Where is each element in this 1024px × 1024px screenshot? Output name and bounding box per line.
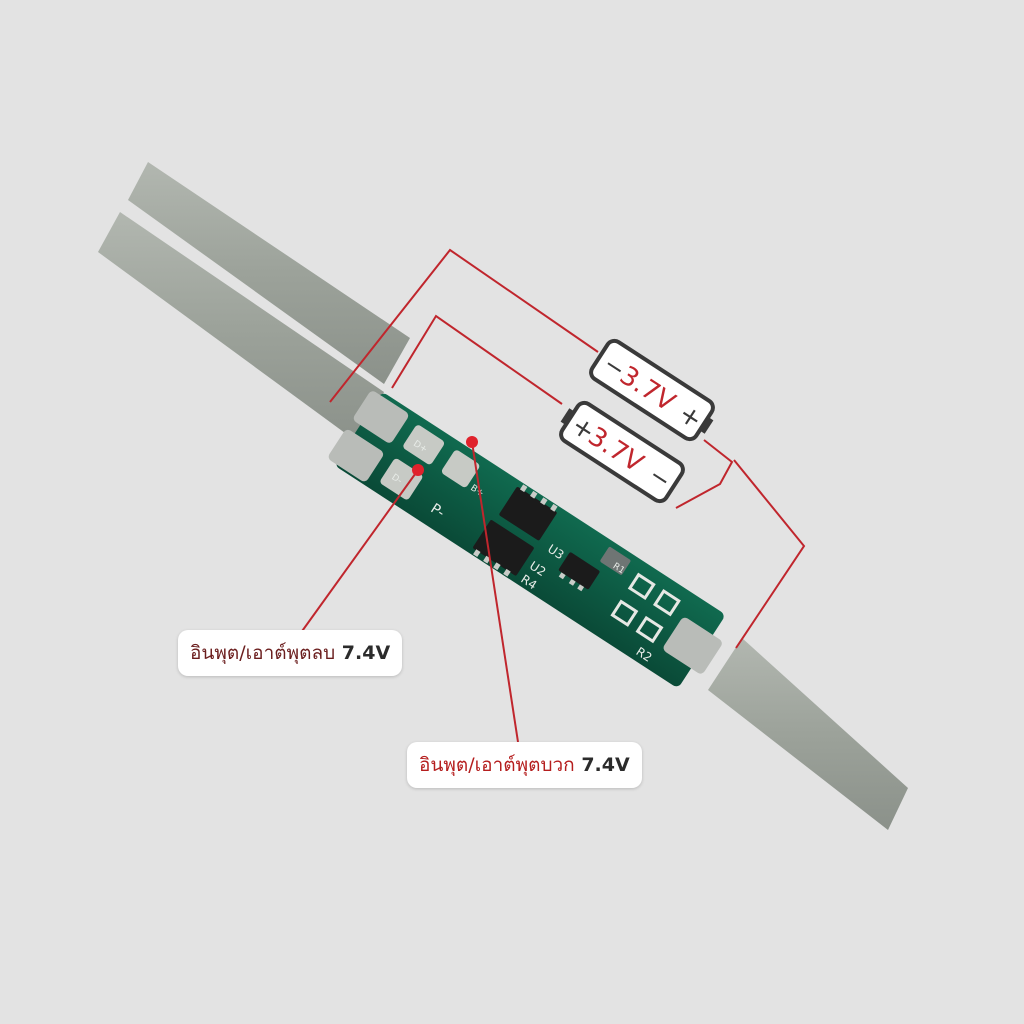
battery-1-body <box>589 338 715 442</box>
smd-component <box>600 547 631 575</box>
wire-inner <box>391 314 563 405</box>
callout-line-negative <box>299 469 419 635</box>
ic-chip-1 <box>499 487 557 541</box>
nickel-strip-top <box>128 162 410 384</box>
copper-pad-dminus <box>380 458 423 500</box>
callout-negative-voltage: 7.4V <box>341 642 391 664</box>
pcb-board <box>336 393 724 687</box>
silk-dminus: D- <box>389 473 403 487</box>
solder-pad-left-bottom <box>328 429 384 482</box>
callout-positive-terminal: อินพุต/เอาต์พุตบวก 7.4V <box>407 742 642 788</box>
callout-negative-text: อินพุต/เอาต์พุตลบ <box>190 642 336 664</box>
callout-line-positive <box>471 441 519 743</box>
battery-2-body <box>559 400 685 504</box>
battery-2-cap <box>560 408 575 425</box>
ic-chip-2 <box>473 520 534 576</box>
pointer-dot-positive <box>466 436 478 448</box>
wire-outer <box>329 248 599 403</box>
callout-positive-voltage: 7.4V <box>581 754 630 776</box>
nickel-strip-bottom <box>98 212 384 444</box>
solder-pad-left-top <box>353 391 409 443</box>
callout-negative-terminal: อินพุต/เอาต์พุตลบ 7.4V <box>178 630 403 676</box>
wire-bridge <box>675 439 734 509</box>
wire-right <box>733 459 806 649</box>
nickel-strip-right <box>708 638 908 830</box>
ic-chip-3 <box>558 552 600 590</box>
copper-pad-dplus <box>403 425 445 465</box>
solder-pad-right <box>663 617 722 674</box>
callout-positive-text: อินพุต/เอาต์พุตบวก <box>419 754 575 776</box>
copper-pad-bplus <box>441 450 480 488</box>
pointer-dot-negative <box>412 464 424 476</box>
battery-1-cap <box>699 417 714 434</box>
